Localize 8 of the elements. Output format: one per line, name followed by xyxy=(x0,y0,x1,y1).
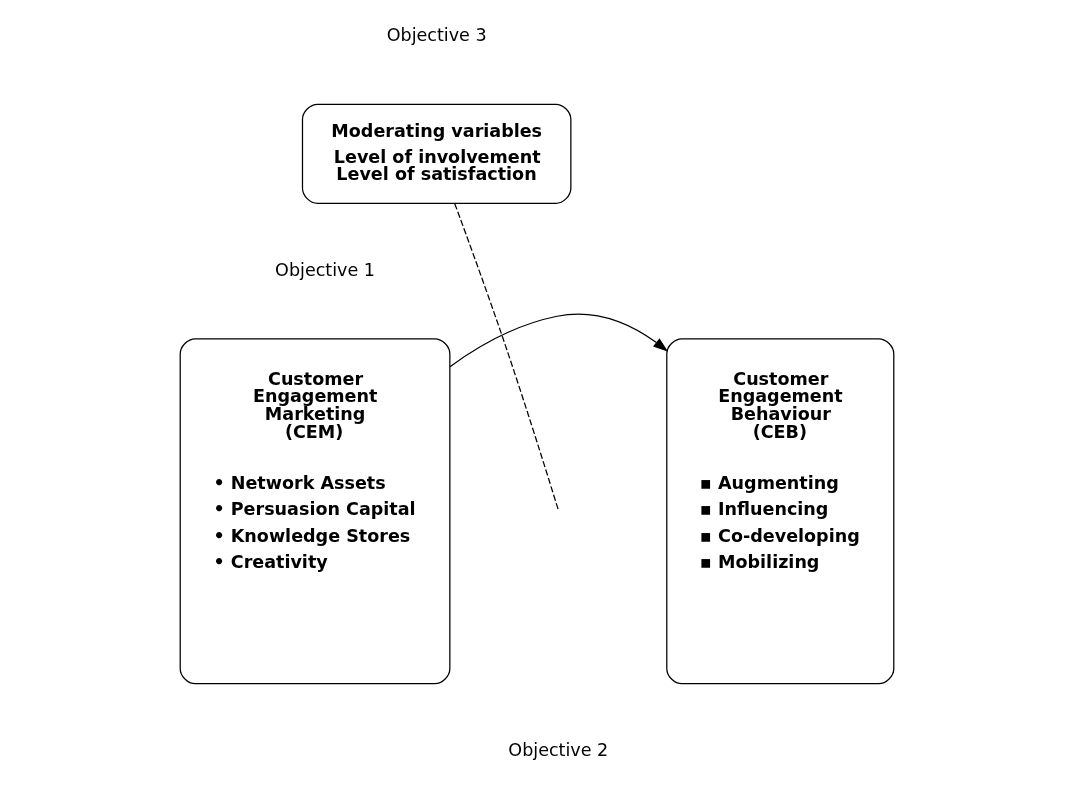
node-box: Moderating variables Level of involvement Level of satisfaction xyxy=(301,103,571,204)
label: Objective 3 xyxy=(386,24,487,45)
label: Objective 1 xyxy=(274,259,375,280)
node-box: Customer Engagement Behaviour (CEB) ▪ Augmenting ▪ Influencing ▪ Co-developing ▪ Mobilizing xyxy=(665,337,894,684)
node-box: Customer Engagement Marketing (CEM) • Network Assets • Persuasion Capital • Knowledge Stores • Creativity xyxy=(179,337,450,684)
label: Objective 2 xyxy=(507,739,608,760)
connector xyxy=(453,202,559,511)
arrow xyxy=(448,313,668,367)
